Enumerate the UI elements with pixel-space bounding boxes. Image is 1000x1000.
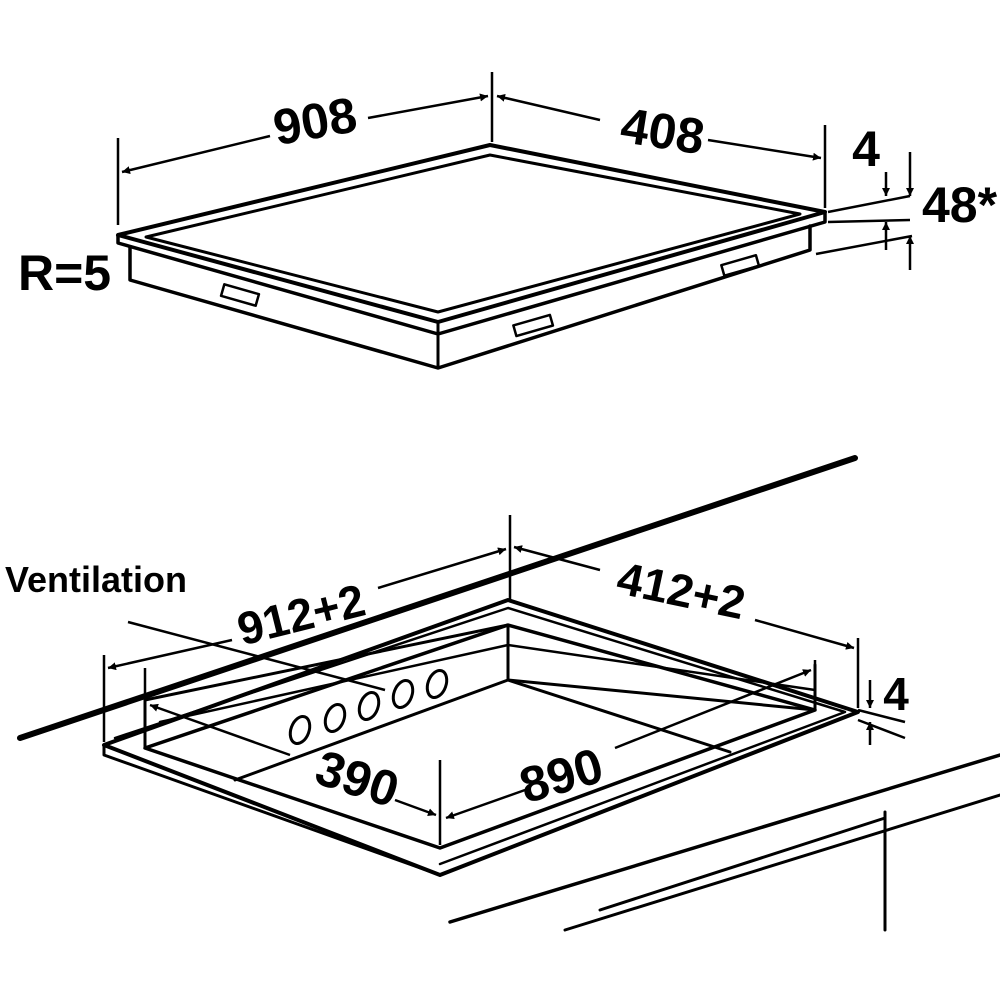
vent-hole [425, 668, 449, 700]
ventilation-label: Ventilation [5, 559, 187, 600]
hob-vent-slot-middle [512, 313, 555, 338]
cutout-dimensions [102, 515, 906, 845]
vent-hole [288, 714, 312, 746]
cutout-inner-depth-label: 390 [309, 739, 406, 818]
dim-line-408-left [496, 93, 601, 122]
dim-line-408-right [707, 138, 822, 161]
hob-drawing [116, 143, 827, 370]
cutout-outer-rim [102, 598, 860, 877]
cutout-depth-label: 412+2 [613, 551, 750, 629]
ventilation-holes [288, 668, 449, 746]
hob-width-label: 908 [269, 86, 361, 156]
hob-depth-label: 408 [617, 97, 708, 165]
dim-line-412-right [754, 618, 855, 650]
vent-hole [357, 690, 381, 722]
dim-line-390-right [394, 798, 437, 817]
worktop-front-edge [448, 753, 1000, 924]
vent-hole [323, 702, 347, 734]
worktop-drawing [17, 455, 1000, 932]
vent-hole [391, 678, 415, 710]
dim-line-908-right [367, 93, 489, 120]
cutout-inner-opening [143, 623, 817, 850]
hob-plate-edge [116, 210, 827, 336]
hob-total-height-label: 48* [922, 177, 998, 233]
hob-vent-slot-right [720, 253, 761, 277]
hob-inner-border [144, 153, 802, 314]
hob-glass-thickness-label: 4 [852, 121, 880, 177]
hob-dimensions [116, 72, 914, 270]
dim-line-390-left [149, 703, 291, 757]
dim-line-890-left [445, 788, 526, 820]
cutout-frame-thickness-label: 4 [883, 668, 909, 720]
dim-line-412-left [513, 545, 601, 572]
ventilation-leader [127, 620, 386, 692]
cutout-inner-width-label: 890 [513, 737, 609, 814]
dim-line-908-left [121, 134, 271, 174]
dim-line-890-right [614, 668, 812, 750]
hob-corner-radius-label: R=5 [18, 245, 111, 301]
dim-line-912-right [377, 547, 507, 590]
hob-vent-slot-left [219, 283, 261, 307]
worktop-back-edge [17, 455, 858, 741]
